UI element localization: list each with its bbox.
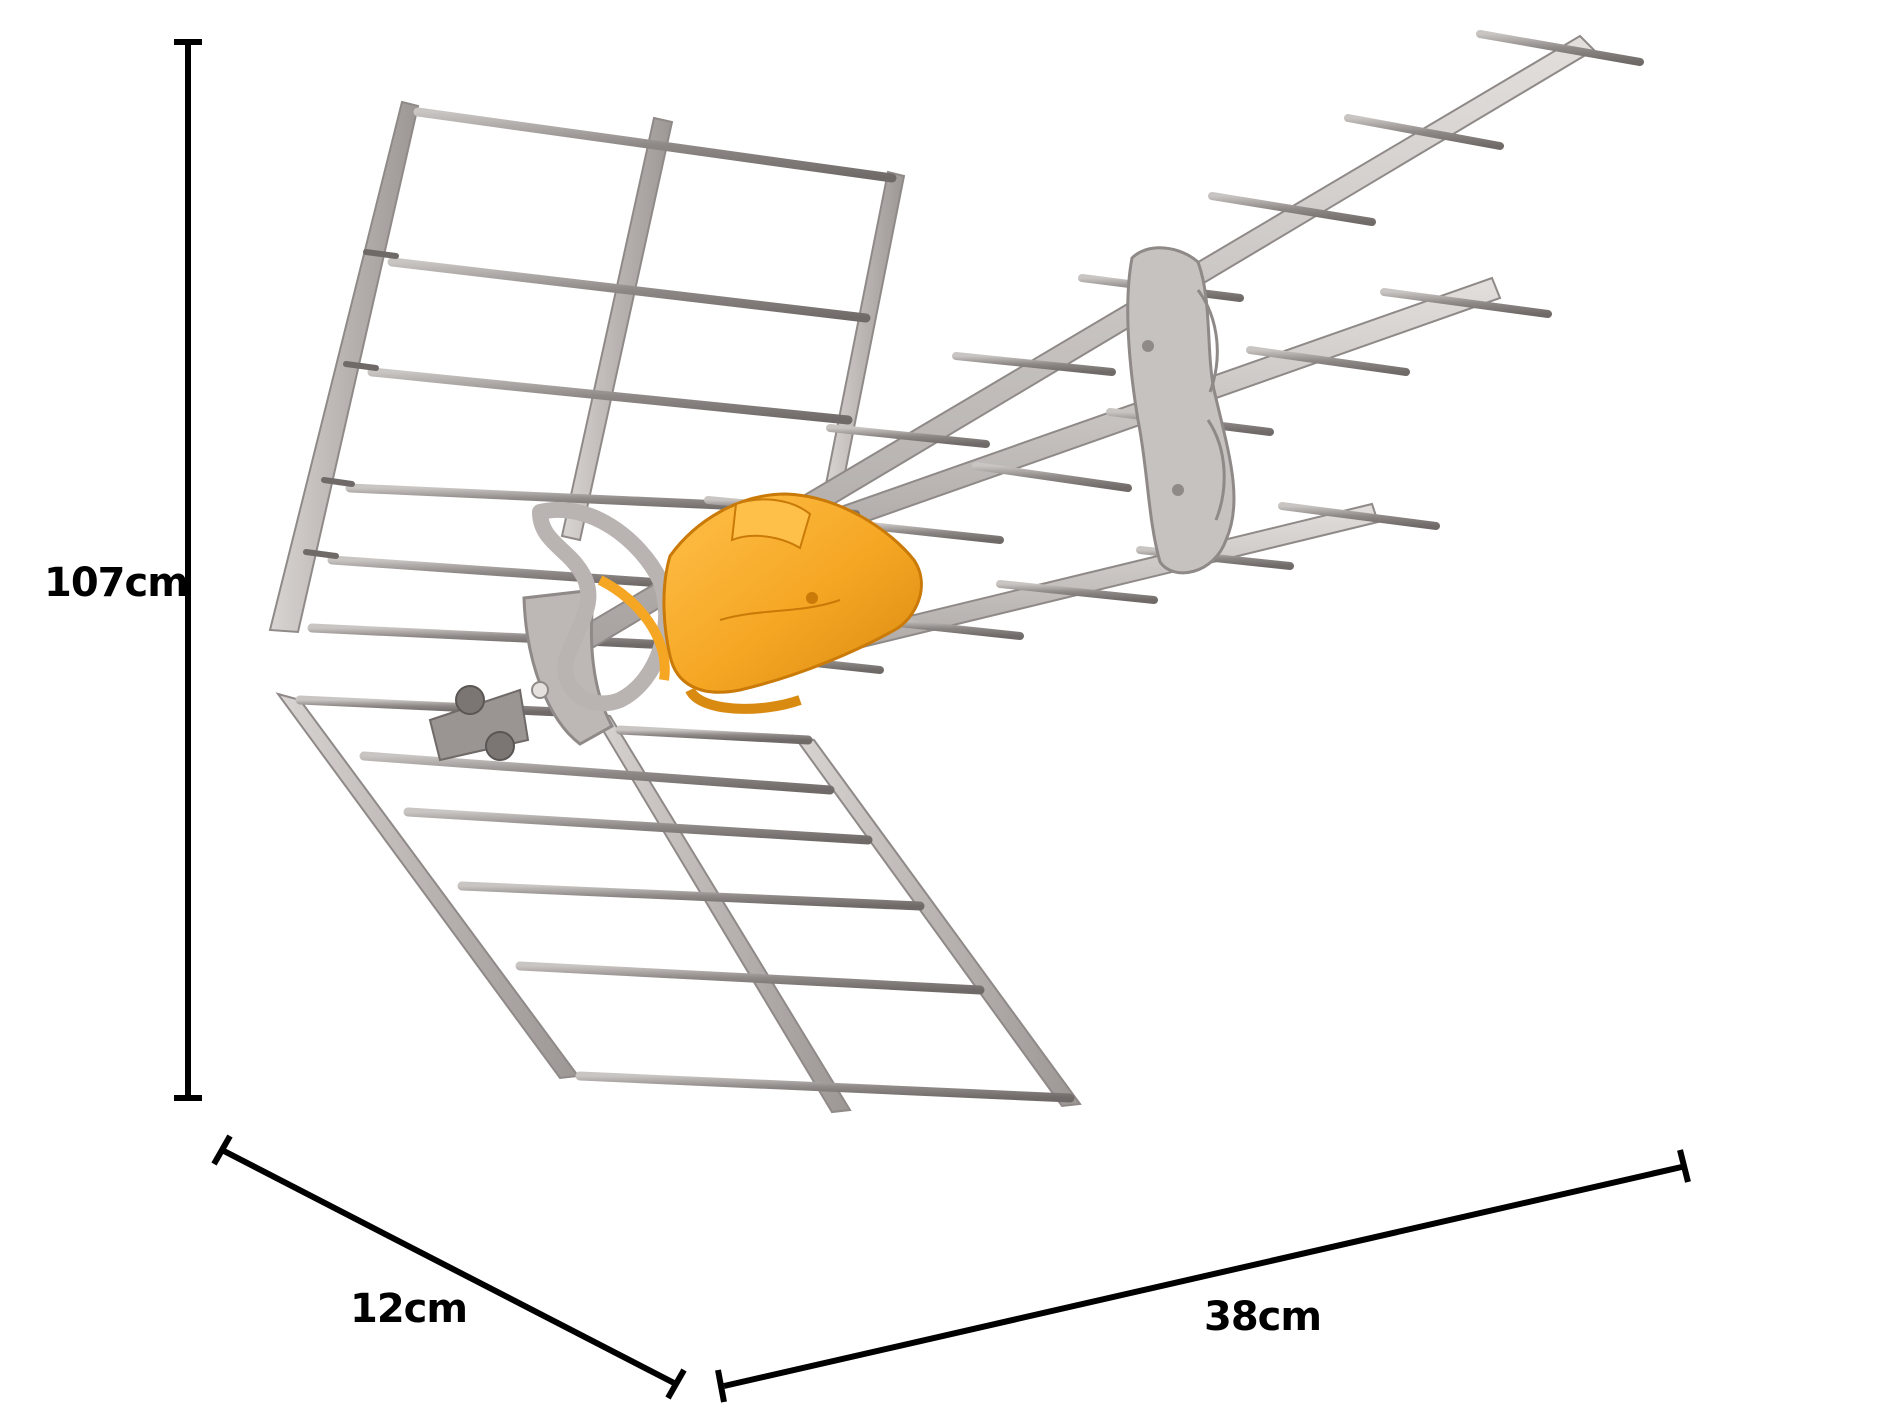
height-label: 107cm [44, 560, 188, 606]
lower-reflector-panel [275, 692, 1082, 1114]
upper-reflector-panel [268, 100, 906, 650]
width-label: 38cm [1204, 1294, 1321, 1340]
depth-dimension: 12cm [211, 1134, 687, 1400]
height-dimension: 107cm [44, 39, 202, 1101]
depth-label: 12cm [350, 1286, 467, 1332]
handle-loop [532, 501, 675, 712]
amplifier-housing [662, 492, 923, 714]
width-dimension: 38cm [715, 1149, 1691, 1403]
boom-support-bracket [1126, 246, 1236, 575]
antenna-image [268, 30, 1644, 1114]
director-elements [704, 30, 1644, 674]
